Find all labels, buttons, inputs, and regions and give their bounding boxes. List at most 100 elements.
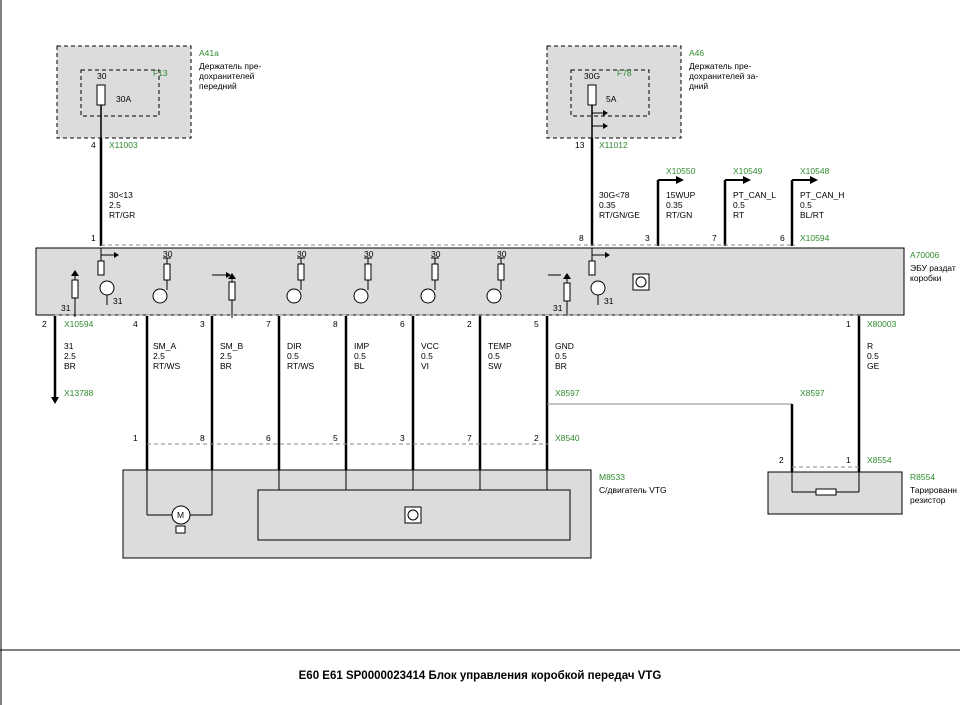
wire-sm-b-gauge: 2.5 [220, 351, 232, 361]
ecu-pin-30g: 8 [579, 233, 584, 243]
motor-symbol-label: M [177, 510, 184, 520]
wire-sm-a: 4 SM_A 2.5 RT/WS 1 [133, 316, 181, 470]
motor-desc: С/двигатель VTG [599, 485, 667, 495]
wire-vcc-color: VI [421, 361, 429, 371]
splice-connector-left: X8597 [555, 388, 580, 398]
output-can-h-pin: 6 [780, 233, 785, 243]
motor-symbol-icon [171, 505, 191, 525]
output-15wup-gauge: 0.35 [666, 200, 683, 210]
output-can-l-label: PT_CAN_L [733, 190, 776, 200]
ground-wire: 2 X10594 31 2.5 BR X13788 [42, 316, 94, 404]
fuse-f13-box [80, 69, 160, 117]
fuse-f13-symbol [96, 84, 106, 106]
fuse-f78-symbol [587, 84, 597, 106]
wire-dir-color: RT/WS [287, 361, 315, 371]
wire-dir-pin: 7 [266, 319, 271, 329]
ecu-right-connector: X80003 [867, 319, 897, 329]
resistor-symbol [815, 488, 837, 496]
wire-dir: 7 DIR 0.5 RT/WS 6 [266, 316, 315, 470]
ecu-ground-label-2: 31 [113, 296, 123, 306]
fuse-f78-terminal: 30G [584, 71, 600, 81]
fuse-holder-front-id: A41a [199, 48, 219, 58]
wire-imp-gauge: 0.5 [354, 351, 366, 361]
wire-vcc-motor-pin: 3 [400, 433, 405, 443]
wire-sm-b-motor-pin: 8 [200, 433, 205, 443]
wire-gnd-pin: 5 [534, 319, 539, 329]
ecu-box [35, 247, 905, 316]
ecu-supply-label-3: 30 [364, 249, 374, 259]
resistor-desc-2: резистор [910, 495, 946, 505]
fuse-holder-front-box [56, 45, 192, 139]
fuse-front-connector: X11003 [109, 140, 138, 150]
wire-sm-a-label: SM_A [153, 341, 176, 351]
output-can-l-pin: 7 [712, 233, 717, 243]
wire-30g-color: RT/GN/GE [599, 210, 640, 220]
splice-x8597: X8597 X8597 [547, 388, 825, 472]
output-15wup-color: RT/GN [666, 210, 692, 220]
output-wire-can-l: X10549 PT_CAN_L 0.5 RT 7 [712, 166, 776, 246]
fuse-holder-front-desc-3: передний [199, 81, 237, 91]
ecu-dir-stage: 30 [286, 249, 307, 304]
ecu-supply-label-2: 30 [297, 249, 307, 259]
fuse-f78-box [570, 69, 650, 117]
fuse-f13-id: F13 [153, 68, 168, 78]
wire-sm-a-gauge: 2.5 [153, 351, 165, 361]
resistor-connector: X8554 [867, 455, 892, 465]
ecu-ground-label-4: 31 [604, 296, 614, 306]
ecu-temp-stage: 30 [486, 249, 507, 304]
ecu-imp-stage: 30 [353, 249, 374, 304]
output-can-l-color: RT [733, 210, 744, 220]
ecu-module: A70006 ЭБУ раздат коробки 31 31 30 [35, 247, 956, 318]
wire-sm-b-label: SM_B [220, 341, 243, 351]
resistor-pin-left: 2 [779, 455, 784, 465]
splice-connector-right: X8597 [800, 388, 825, 398]
ecu-left-connector: X10594 [64, 319, 94, 329]
wire-temp: 2 TEMP 0.5 SW 7 [467, 316, 512, 470]
fuse-f78-rating: 5A [606, 94, 617, 104]
output-can-l-connector: X10549 [733, 166, 763, 176]
wire-vcc-pin: 6 [400, 319, 405, 329]
fuse-rear-connector: X11012 [599, 140, 628, 150]
wire-temp-color: SW [488, 361, 502, 371]
wire-sm-b: 3 SM_B 2.5 BR 8 [200, 316, 243, 470]
wire-temp-motor-pin: 7 [467, 433, 472, 443]
ecu-ground-label-1: 31 [61, 303, 71, 313]
wire-30-gauge: 2.5 [109, 200, 121, 210]
ground-wire-label: 31 [64, 341, 74, 351]
ground-wire-color: BR [64, 361, 76, 371]
ecu-sm-b-stage [212, 272, 236, 318]
ground-wire-connector: X13788 [64, 388, 94, 398]
ground-wire-gauge: 2.5 [64, 351, 76, 361]
output-15wup-connector: X10550 [666, 166, 696, 176]
wire-imp-pin: 8 [333, 319, 338, 329]
ecu-sm-a-stage: 30 [152, 249, 173, 304]
fuse-holder-rear-desc-2: дохранителей за- [689, 71, 758, 81]
output-can-h-gauge: 0.5 [800, 200, 812, 210]
wire-r: 1 X80003 R 0.5 GE [846, 316, 897, 472]
output-wire-15wup: X10550 15WUP 0.35 RT/GN 3 [645, 166, 696, 246]
wire-r-label: R [867, 341, 873, 351]
wire-r-gauge: 0.5 [867, 351, 879, 361]
output-can-h-connector: X10548 [800, 166, 830, 176]
ground-wire-pin: 2 [42, 319, 47, 329]
wire-imp-label: IMP [354, 341, 369, 351]
wire-gnd-label: GND [555, 341, 574, 351]
resistor-id: R8554 [910, 472, 935, 482]
output-can-l-gauge: 0.5 [733, 200, 745, 210]
output-15wup-pin: 3 [645, 233, 650, 243]
ecu-logic-icon [632, 273, 650, 291]
resistor-pin-right: 1 [846, 455, 851, 465]
wire-dir-gauge: 0.5 [287, 351, 299, 361]
fuse-f13-terminal: 30 [97, 71, 107, 81]
fuse-front-pin: 4 [91, 140, 96, 150]
wire-30-label: 30<13 [109, 190, 133, 200]
resistor-module: 2 1 X8554 R8554 Тарированн резистор [767, 455, 957, 515]
resistor-desc-1: Тарированн [910, 485, 957, 495]
wire-r-pin: 1 [846, 319, 851, 329]
ecu-transistor-1 [99, 280, 115, 296]
output-can-h-label: PT_CAN_H [800, 190, 844, 200]
ecu-vcc-stage: 30 [420, 249, 441, 304]
ecu-desc-2: коробки [910, 273, 942, 283]
motor-id: M8533 [599, 472, 625, 482]
